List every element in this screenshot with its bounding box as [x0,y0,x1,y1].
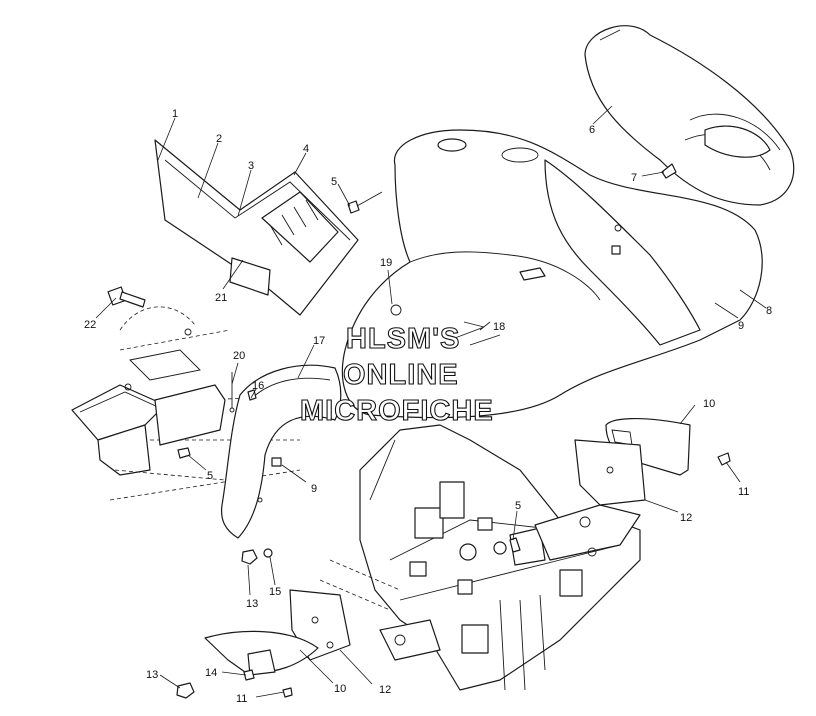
callout-19: 19 [380,257,392,269]
right-guard-12 [574,439,646,506]
pin-11-right [717,452,731,466]
callout-14: 14 [205,667,217,679]
callout-4: 4 [303,143,309,155]
clip-7 [661,163,677,179]
callout-13-lower: 13 [146,669,158,681]
callout-11-right: 11 [738,486,749,498]
fender-flare-17 [220,364,342,539]
callout-5-frame: 5 [515,500,521,512]
callout-8: 8 [766,305,772,317]
callout-15: 15 [269,586,281,598]
callout-9-right: 9 [738,320,744,332]
bolt-22 [107,286,146,308]
callout-10-right: 10 [703,398,715,410]
callout-11-lower: 11 [236,693,247,705]
leader-lines [95,105,767,698]
clip-20 [229,372,235,413]
callout-2: 2 [216,133,222,145]
callout-7: 7 [631,172,637,184]
callout-20: 20 [233,350,245,362]
callout-18: 18 [493,321,505,333]
callout-17: 17 [313,335,325,347]
callout-6: 6 [589,124,595,136]
callout-labels: 1 2 3 4 5 6 7 8 9 10 11 12 19 18 21 22 1… [84,108,772,705]
bolt-14 [243,669,255,681]
watermark: HLSM'S ONLINE MICROFICHE [299,322,494,427]
callout-3: 3 [248,160,254,172]
callout-9-lower: 9 [311,483,317,495]
callout-13-upper: 13 [246,598,258,610]
callout-12-lower: 12 [379,684,391,696]
lower-bracket-10 [204,630,319,676]
callout-16: 16 [252,380,264,392]
nut-13-upper [241,549,258,565]
nut-13-lower [176,682,195,699]
screw-5-top [347,200,360,214]
washer-15 [263,548,273,558]
callout-5-top: 5 [331,176,337,188]
watermark-line-1: HLSM'S [346,323,460,355]
left-side-panel [154,139,359,316]
front-fender-body [341,129,763,419]
watermark-line-3: MICROFICHE [300,395,494,427]
pin-11-lower [282,687,293,698]
screw-5-left [177,447,191,459]
callout-5-left: 5 [207,470,213,482]
rear-cover-6 [584,25,795,206]
callout-10-lower: 10 [334,683,346,695]
frame-assembly [319,424,641,691]
screw-5-frame [509,537,521,553]
callout-1: 1 [172,108,178,120]
watermark-line-2: ONLINE [343,359,459,391]
callout-22: 22 [84,319,96,331]
callout-12-right: 12 [680,512,692,524]
floorboard-area [71,306,331,501]
right-bracket-10 [605,418,691,476]
callout-21: 21 [215,292,227,304]
